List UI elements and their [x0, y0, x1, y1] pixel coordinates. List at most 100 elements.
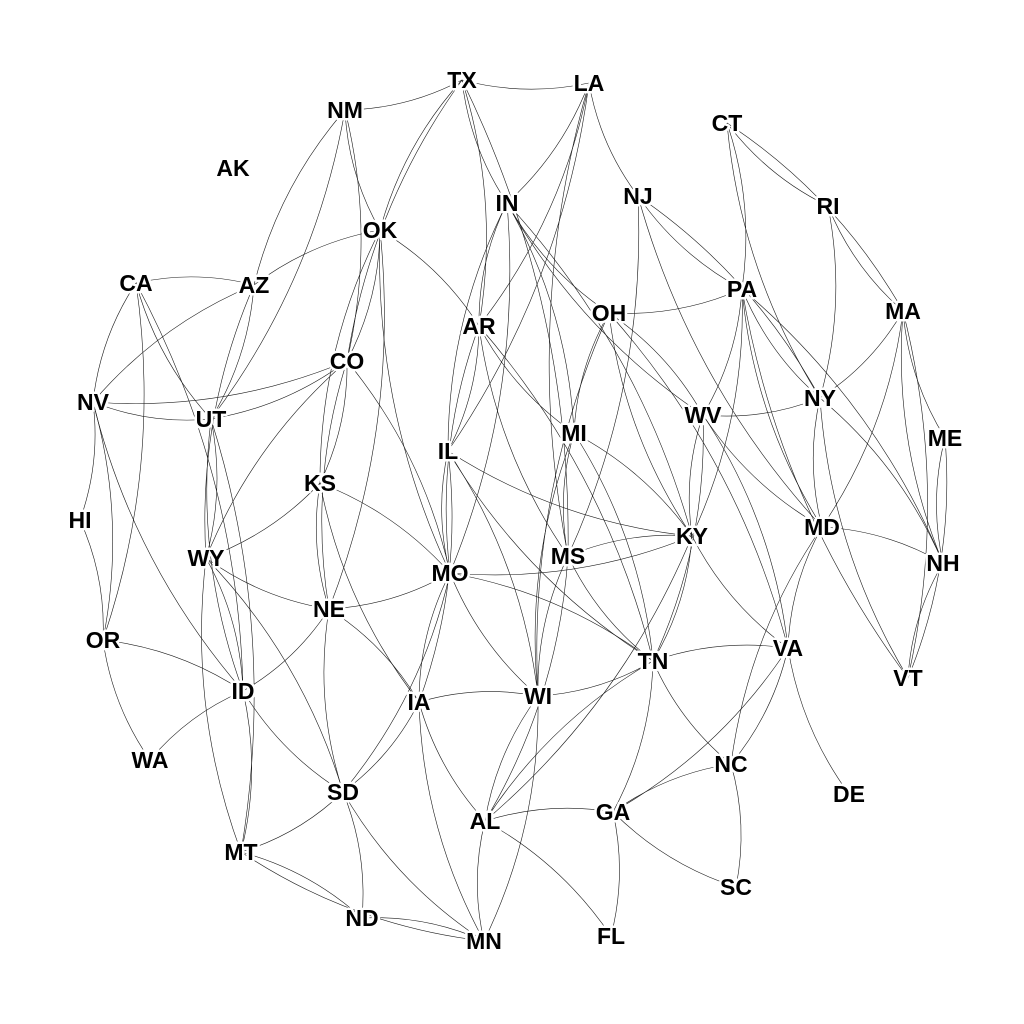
- edge-ny-md: [812, 397, 823, 528]
- edge-mo-ia: [418, 572, 451, 703]
- node-label: IA: [408, 689, 431, 715]
- node-label-halo: CA: [119, 270, 152, 296]
- node-label: CT: [712, 110, 743, 136]
- node-label-halo: IL: [438, 438, 458, 464]
- node-label: MN: [466, 928, 502, 954]
- node-label: RI: [817, 193, 840, 219]
- edge-ks-ia: [319, 482, 420, 703]
- edge-ok-ks: [319, 229, 381, 484]
- edge-nm-az: [253, 109, 346, 286]
- node-label-halo: WV: [684, 402, 722, 428]
- edge-mo-wi: [449, 572, 539, 697]
- edge-in-ky: [506, 202, 693, 537]
- node-label: ME: [928, 425, 963, 451]
- node-label: FL: [597, 923, 625, 949]
- node-label-halo: MT: [224, 839, 257, 865]
- edge-wi-mn: [483, 695, 539, 942]
- node-label: OR: [86, 627, 121, 653]
- edge-ia-al: [418, 701, 486, 822]
- edge-ne-ia: [328, 608, 420, 703]
- edge-ga-al: [484, 807, 614, 822]
- edge-ne-id: [242, 608, 330, 692]
- edge-va-ga: [612, 647, 789, 813]
- edge-oh-wv: [608, 312, 704, 416]
- edge-ky-mo: [449, 535, 693, 576]
- node-label: CA: [119, 270, 152, 296]
- edge-nh-vt: [907, 562, 944, 679]
- edge-ut-wy: [205, 418, 218, 559]
- edge-wi-al: [484, 695, 539, 822]
- edge-pa-ky: [691, 288, 743, 537]
- edge-tn-nc: [652, 660, 732, 765]
- edge-ok-ne: [328, 229, 385, 610]
- node-label: HI: [69, 507, 92, 533]
- node-label: KY: [676, 523, 708, 549]
- node-label: NY: [804, 385, 836, 411]
- edge-ia-wi: [418, 691, 539, 703]
- edge-nv-hi: [79, 401, 96, 521]
- node-label: MS: [551, 543, 586, 569]
- node-label: IL: [438, 438, 458, 464]
- node-label: UT: [196, 406, 227, 432]
- node-label-halo: WI: [524, 683, 552, 709]
- node-label: MA: [885, 298, 921, 324]
- node-label-halo: SC: [720, 874, 752, 900]
- edge-pa-wv: [702, 288, 743, 416]
- node-label: WY: [187, 545, 224, 571]
- edge-mt-nd: [240, 851, 363, 919]
- edge-ct-ny: [726, 122, 821, 399]
- edge-tx-nm: [344, 79, 463, 111]
- edge-sd-mt: [240, 791, 344, 853]
- edge-me-nh: [936, 437, 946, 564]
- node-label-halo: MS: [551, 543, 586, 569]
- edge-ca-id: [135, 282, 244, 692]
- edge-or-id: [102, 639, 244, 692]
- node-label: VA: [773, 635, 803, 661]
- node-label: WV: [684, 402, 722, 428]
- node-label: GA: [596, 799, 631, 825]
- edge-va-nc: [730, 647, 789, 765]
- node-label: SD: [327, 779, 359, 805]
- node-label-halo: AR: [462, 313, 496, 339]
- edge-ms-al: [484, 555, 569, 822]
- node-label: PA: [727, 276, 757, 302]
- edge-nj-ms: [567, 195, 640, 557]
- edge-in-ar: [478, 202, 508, 327]
- node-label-halo: DE: [833, 781, 865, 807]
- edge-il-mo: [441, 450, 451, 574]
- edge-ks-mo: [319, 482, 451, 574]
- edge-id-sd: [242, 690, 344, 793]
- node-label: WA: [131, 747, 168, 773]
- edge-ma-nh: [900, 310, 944, 564]
- edge-tx-ms: [461, 79, 569, 557]
- edge-va-tn: [652, 644, 789, 662]
- edge-mo-sd: [342, 572, 451, 793]
- edge-nv-co: [92, 360, 348, 404]
- edge-nm-ut: [210, 109, 346, 420]
- node-label-halo: MA: [885, 298, 921, 324]
- edge-wy-sd: [205, 557, 344, 793]
- edge-hi-or: [79, 519, 104, 641]
- edge-ia-mn: [418, 701, 485, 942]
- edge-al-fl: [484, 820, 612, 937]
- edge-mt-mn: [240, 851, 485, 942]
- node-label-halo: PA: [727, 276, 757, 302]
- edge-ny-wv: [702, 397, 821, 417]
- edge-ca-ut: [135, 282, 212, 420]
